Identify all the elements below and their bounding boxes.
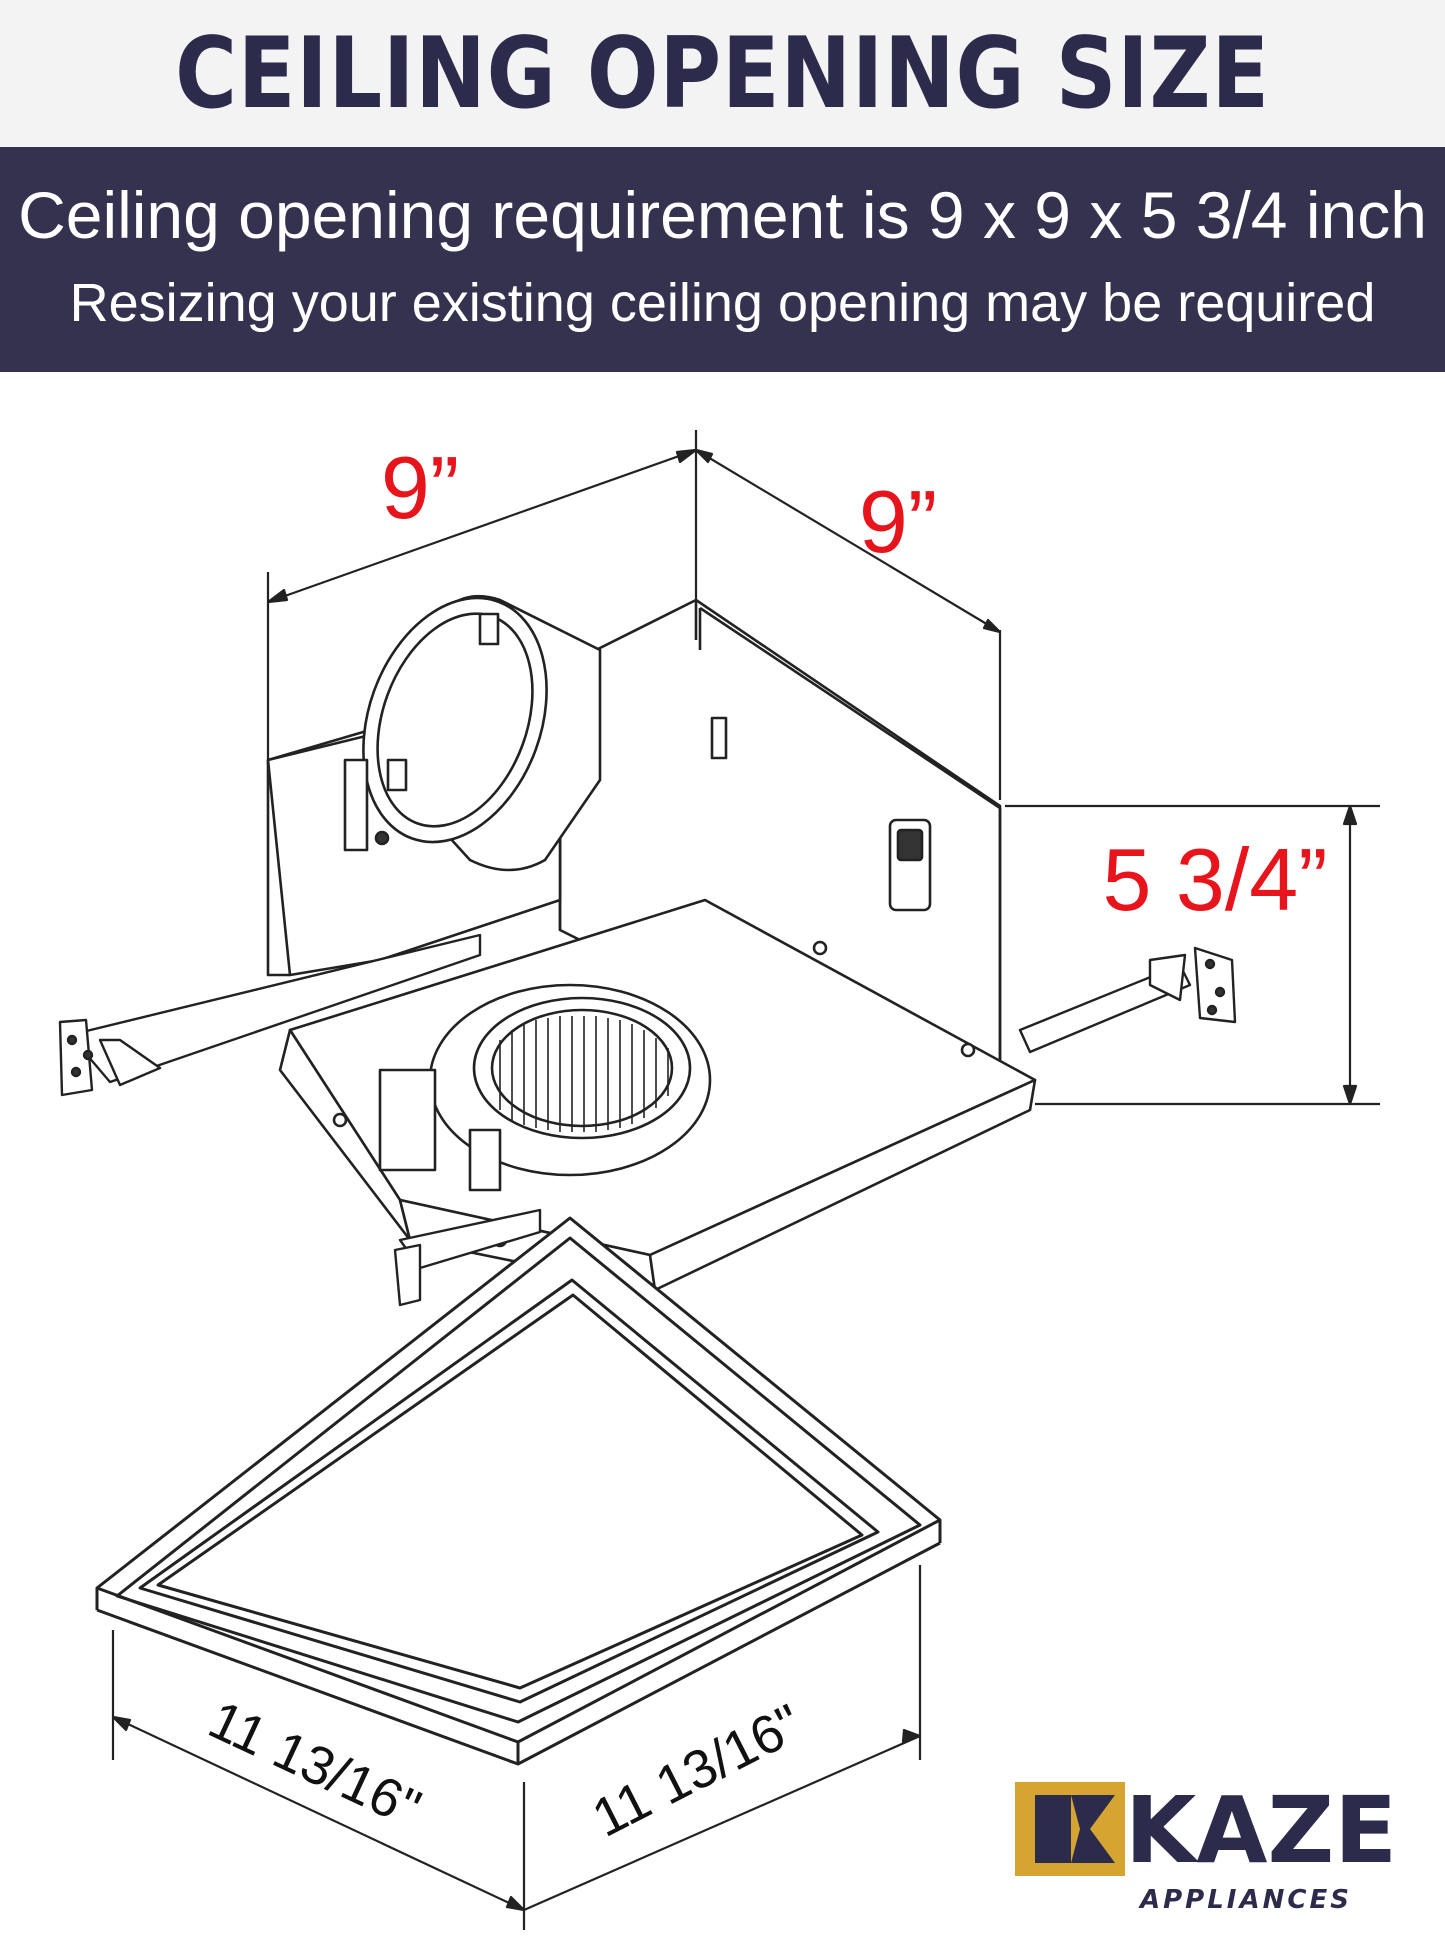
grille-left-dimension-line <box>111 1630 526 1930</box>
logo-mark-bar <box>1035 1795 1071 1863</box>
grille-right-dimension-line <box>523 1565 922 1912</box>
front-mounting-bar <box>393 1208 542 1307</box>
fan-blades <box>499 1016 669 1132</box>
page-title: CEILING OPENING SIZE <box>175 16 1270 131</box>
duct-collar <box>343 595 602 872</box>
title-band: CEILING OPENING SIZE <box>0 0 1445 147</box>
opening-requirement-text: Ceiling opening requirement is 9 x 9 x 5… <box>18 178 1427 252</box>
resize-note-text: Resizing your existing ceiling opening m… <box>69 273 1376 333</box>
left-mounting-bar <box>58 933 482 1097</box>
logo-tagline: APPLIANCES <box>1138 1885 1352 1915</box>
subtitle-band: Ceiling opening requirement is 9 x 9 x 5… <box>0 147 1445 372</box>
logo-name: KAZE <box>1125 1777 1397 1884</box>
depth-dimension-line <box>694 448 1002 800</box>
grille-frame <box>95 1216 942 1766</box>
right-mounting-bar <box>1018 946 1237 1054</box>
width-dimension-line <box>266 430 698 765</box>
logo-mark-chevron <box>1071 1795 1115 1863</box>
depth-dimension-label: 9” <box>859 472 937 571</box>
kaze-logo: KAZE APPLIANCES <box>1015 1777 1397 1915</box>
fan-dimension-diagram: 9” 9” 5 3/4” 11 13/16" 11 13/16" KAZE AP… <box>58 430 1397 1930</box>
height-dimension-label: 5 3/4” <box>1102 830 1327 929</box>
height-dimension-line <box>1005 804 1380 1106</box>
grille-right-dimension-label: 11 13/16" <box>583 1693 811 1849</box>
grille-left-dimension-label: 11 13/16" <box>200 1689 430 1839</box>
width-dimension-label: 9” <box>381 438 459 537</box>
bottom-plate <box>278 898 1037 1292</box>
